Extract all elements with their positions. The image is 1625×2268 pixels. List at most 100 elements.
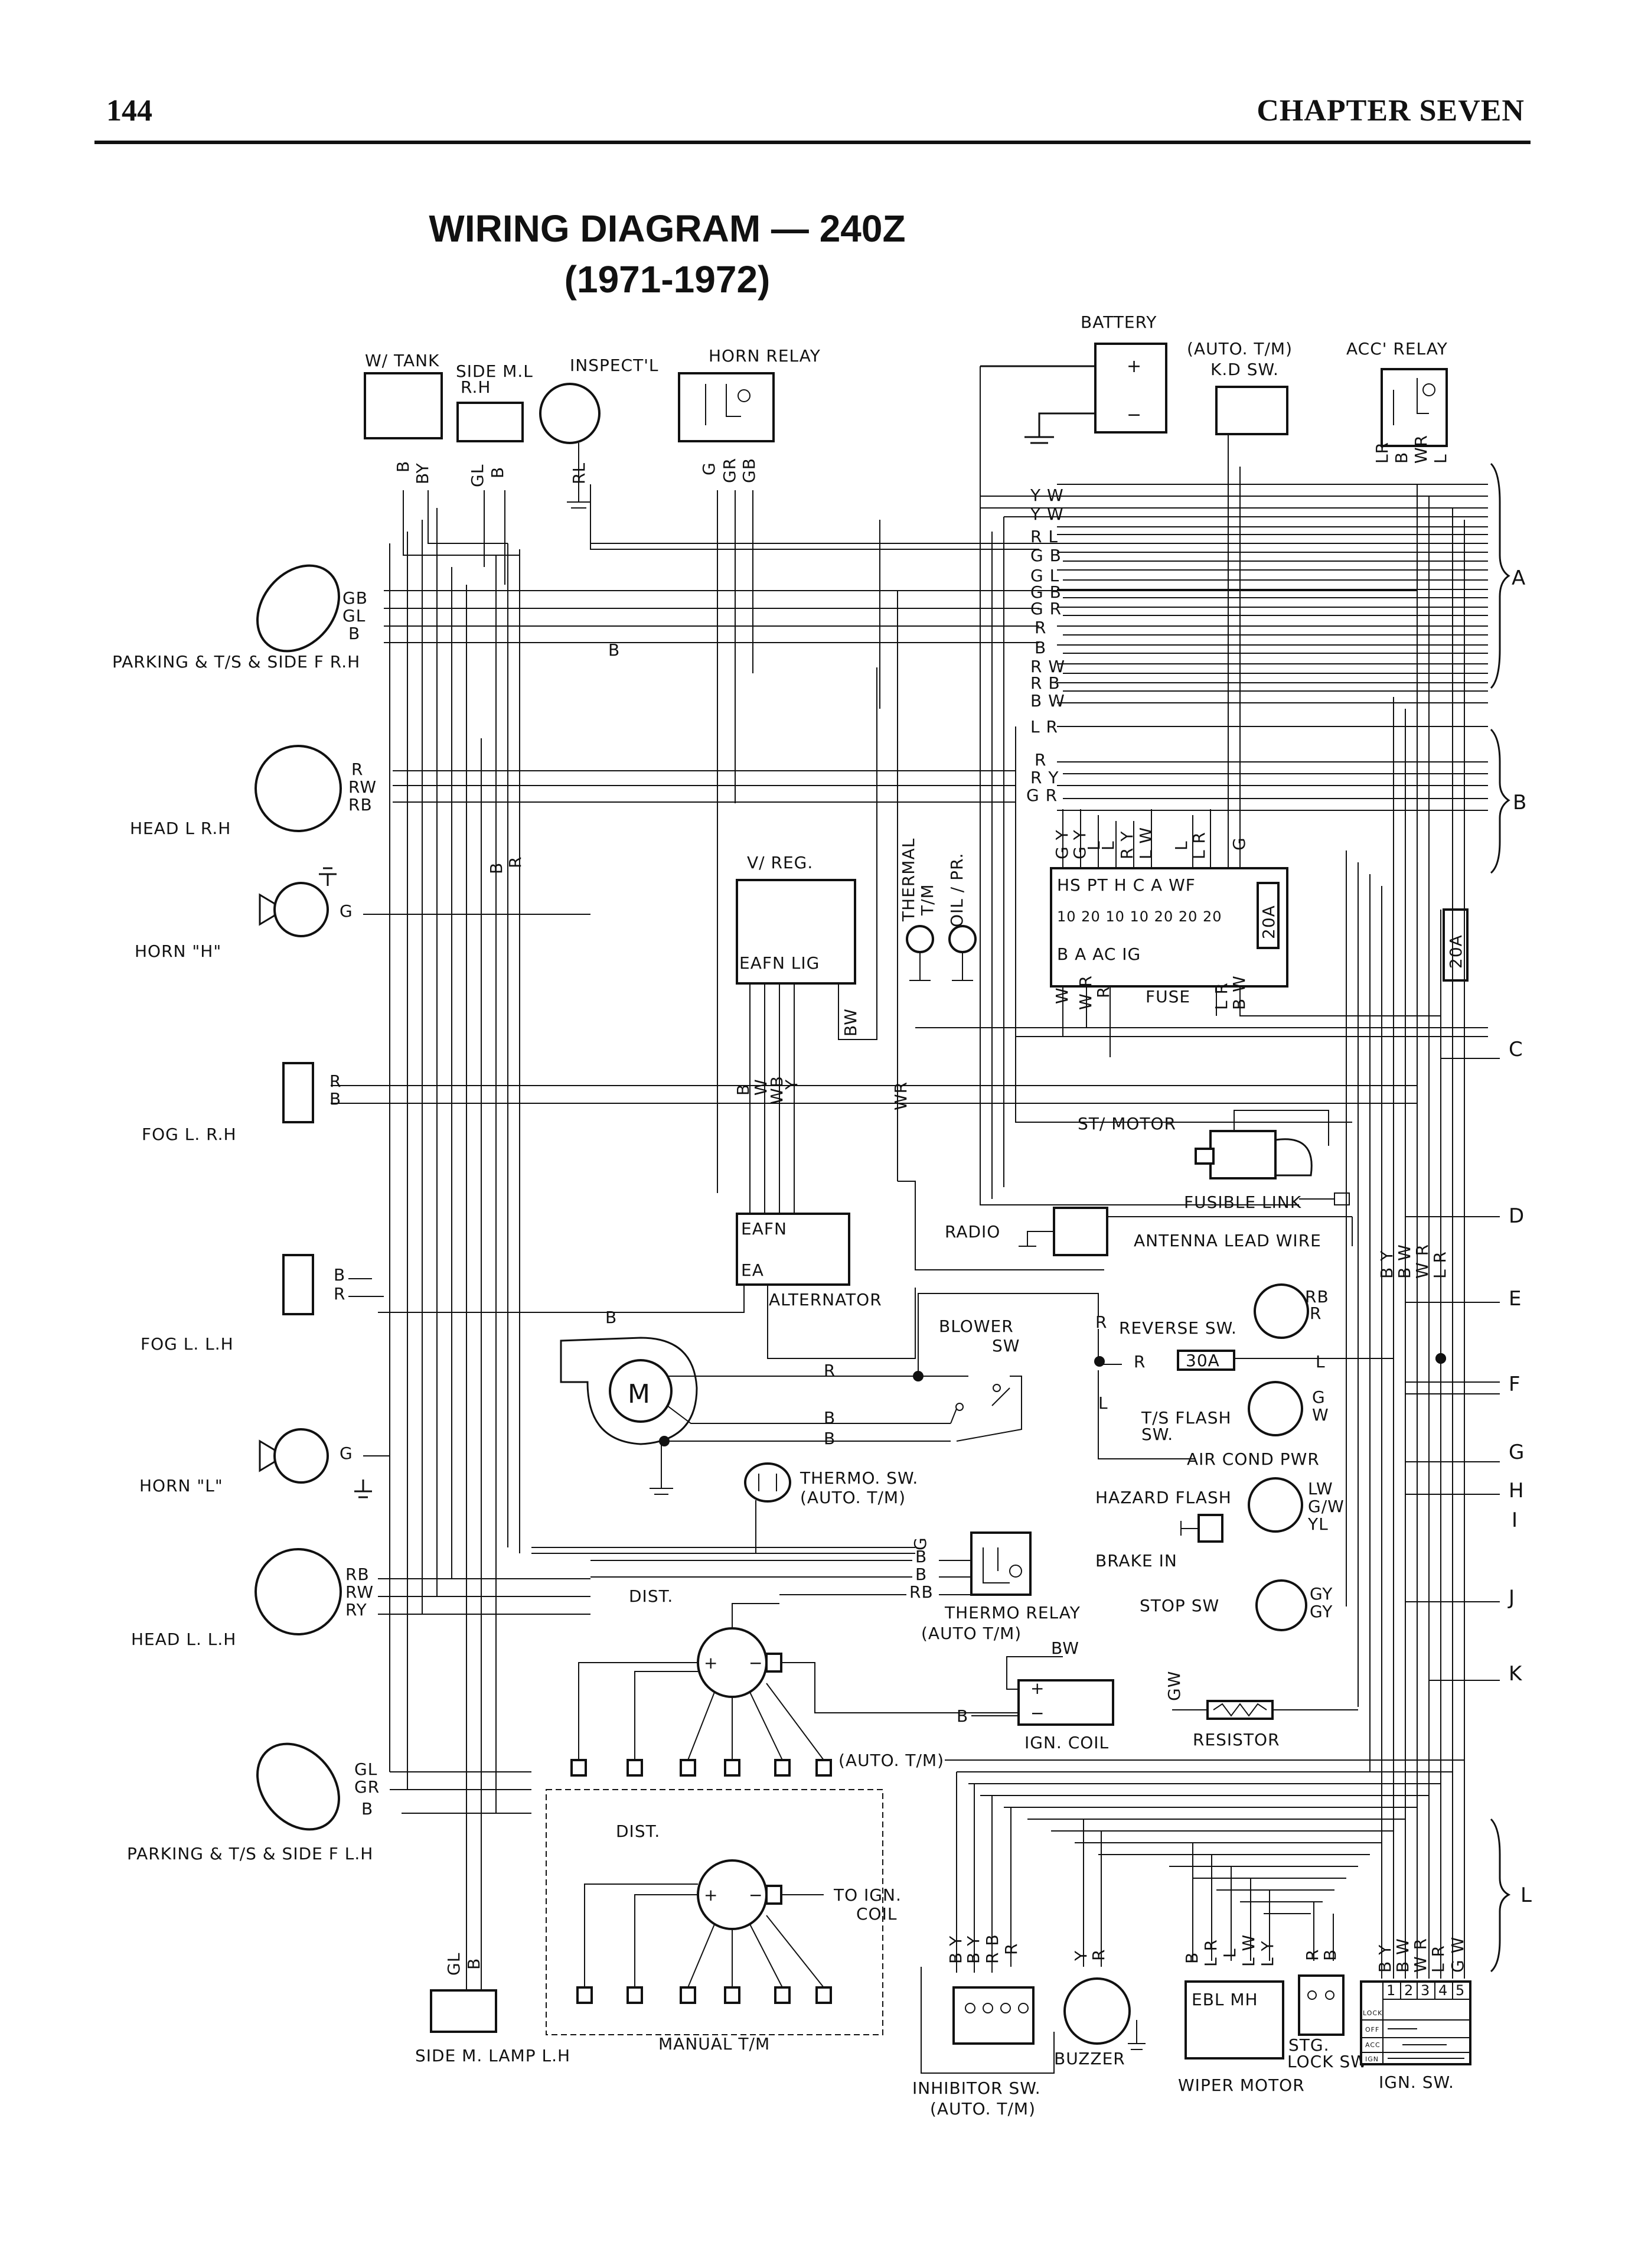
buzzer-label: BUZZER [1054,2049,1125,2068]
wire-code: RB [909,1582,934,1602]
horn-l-icon: G [259,1428,372,1498]
to-ign-coil-label: TO IGN. [833,1885,902,1905]
side-marker-lh-label: SIDE M. LAMP L.H [415,2046,570,2065]
ts-flash-switch-label-2: SW. [1141,1425,1173,1444]
section-a-label: A [1512,566,1526,590]
wire-code: WB [767,1076,787,1104]
wire-code: B [393,461,413,472]
wire-code: RW [345,1582,374,1602]
parking-lamp-rh: GB GL B [256,564,368,653]
wire-code: R [1089,1949,1108,1961]
wire-code: G [1229,837,1249,850]
wire-code: B [334,1265,345,1285]
reverse-switch: RB R [1254,1283,1329,1339]
wire-code: G R [1026,786,1058,805]
wire-code: G L [1030,566,1059,585]
wire-code: B [361,1799,373,1819]
section-d-label: D [1509,1204,1525,1228]
wire-code: L [1220,1948,1239,1958]
hazard-flash-switch: LW G/W YL [1180,1477,1344,1543]
alternator-terminals-2: EA [741,1260,764,1280]
distributor-auto: + − [578,1603,1019,1761]
wire-code: R [351,760,363,779]
battery-plus-icon: + [1127,356,1142,377]
wire-code: B [487,862,506,874]
wire-code: BW [1051,1638,1079,1658]
wire-code: R B [1030,673,1061,693]
fuse-grid-header: HS PT H C A WF [1057,875,1196,895]
wire-code: L R [1030,717,1058,737]
alternator-terminals: EAFN [741,1219,787,1239]
reverse-switch-label: REVERSE SW. [1119,1318,1237,1338]
dist2-plus-icon: + [704,1885,718,1905]
distributor-label: DIST. [629,1586,673,1606]
blower-motor-icon: M [628,1379,651,1409]
wire-code: GL [468,464,487,487]
ign-grid-col-3: 3 [1421,1982,1430,1999]
water-tank-box [364,372,443,439]
steering-lock-label: STG. [1288,2035,1329,2055]
steering-lock-switch: R B [1298,1949,1345,2036]
section-f-label: F [1509,1373,1521,1396]
wire-code: RY [345,1600,367,1619]
wire-code: GR [354,1777,380,1797]
oil-pressure-sender-icon [948,925,977,953]
wire-code: Y W [1030,504,1064,524]
wire-code: B W [1393,1938,1412,1973]
wire-code: R [1094,986,1113,998]
parking-lamp-rh-label: PARKING & T/S & SIDE F R.H [112,652,360,672]
headlamp-rh: R RW RB [254,745,376,832]
wire-code: L R [1430,1251,1450,1279]
wire-code: GB [342,588,368,608]
battery-symbol: + − [980,343,1167,444]
wire-code: W R [1411,1938,1430,1973]
section-j-label: J [1507,1586,1515,1609]
wire-code: B Y [1375,1944,1395,1973]
wire-code: G Y [1052,829,1072,859]
inhibitor-switch [921,1967,1055,2074]
wire-code: B [824,1429,836,1448]
wire-code: L W [1136,827,1156,859]
parking-lamp-lh: GL GR B [256,1742,380,1831]
top-wire-codes: B BY GL B RL G GR GB LR B WR L [393,435,1450,487]
inhibitor-codes: B Y B Y R B R [946,1934,1021,1964]
wire-code: B W [1395,1244,1414,1279]
wire-code: R Y [1030,768,1059,787]
water-tank-label: W/ TANK [365,351,439,370]
wire-code: YL [1307,1514,1329,1534]
wire-code: G Y [1070,829,1089,859]
wire-code: B [824,1408,836,1428]
wire-code: L R [1428,1945,1448,1973]
harness-a [590,484,1488,1037]
fog-lamp-lh-label: FOG L. L.H [141,1334,234,1354]
distributor-manual: + − [576,1859,832,2004]
wire-code: B W [1030,691,1065,711]
fuse-label: FUSE [1146,987,1190,1006]
wire-code: L R [1212,982,1231,1010]
headlamp-lh-label: HEAD L. L.H [131,1630,236,1649]
wire-code: R [505,856,525,868]
wire-code: W R [1076,975,1095,1010]
ignition-coil: + − [971,1656,1114,1726]
section-b-label: B [1513,791,1527,814]
section-c-label: C [1509,1038,1523,1061]
distributor-auto-label: (AUTO. T/M) [838,1751,944,1770]
horn-relay-label: HORN RELAY [709,346,821,366]
fuse-20a-right: 20A [1443,908,1469,982]
wire-code: Y [1071,1950,1091,1961]
stop-switch: GY GY [1255,1579,1332,1631]
side-marker-rh-label: R.H [461,377,491,397]
wire-code: R [1035,618,1046,637]
wire-code: L R [1201,1939,1221,1967]
wire-code: W [1312,1405,1329,1425]
fuse-grid-ratings: 10 20 10 10 20 20 20 [1057,908,1222,925]
section-g-label: G [1509,1441,1525,1464]
wire-code: GL [354,1759,377,1779]
fuse-block-codes: G Y G Y L L R Y L W L L R G [1052,827,1249,859]
side-marker-lh: GL B [430,1953,497,2033]
buzzer: Y R [1063,1949,1146,2050]
wire-code: W [751,1078,771,1096]
wire-code: Y W [1030,485,1064,505]
resistor [1172,1700,1358,1720]
wire-code: RB [348,795,373,814]
